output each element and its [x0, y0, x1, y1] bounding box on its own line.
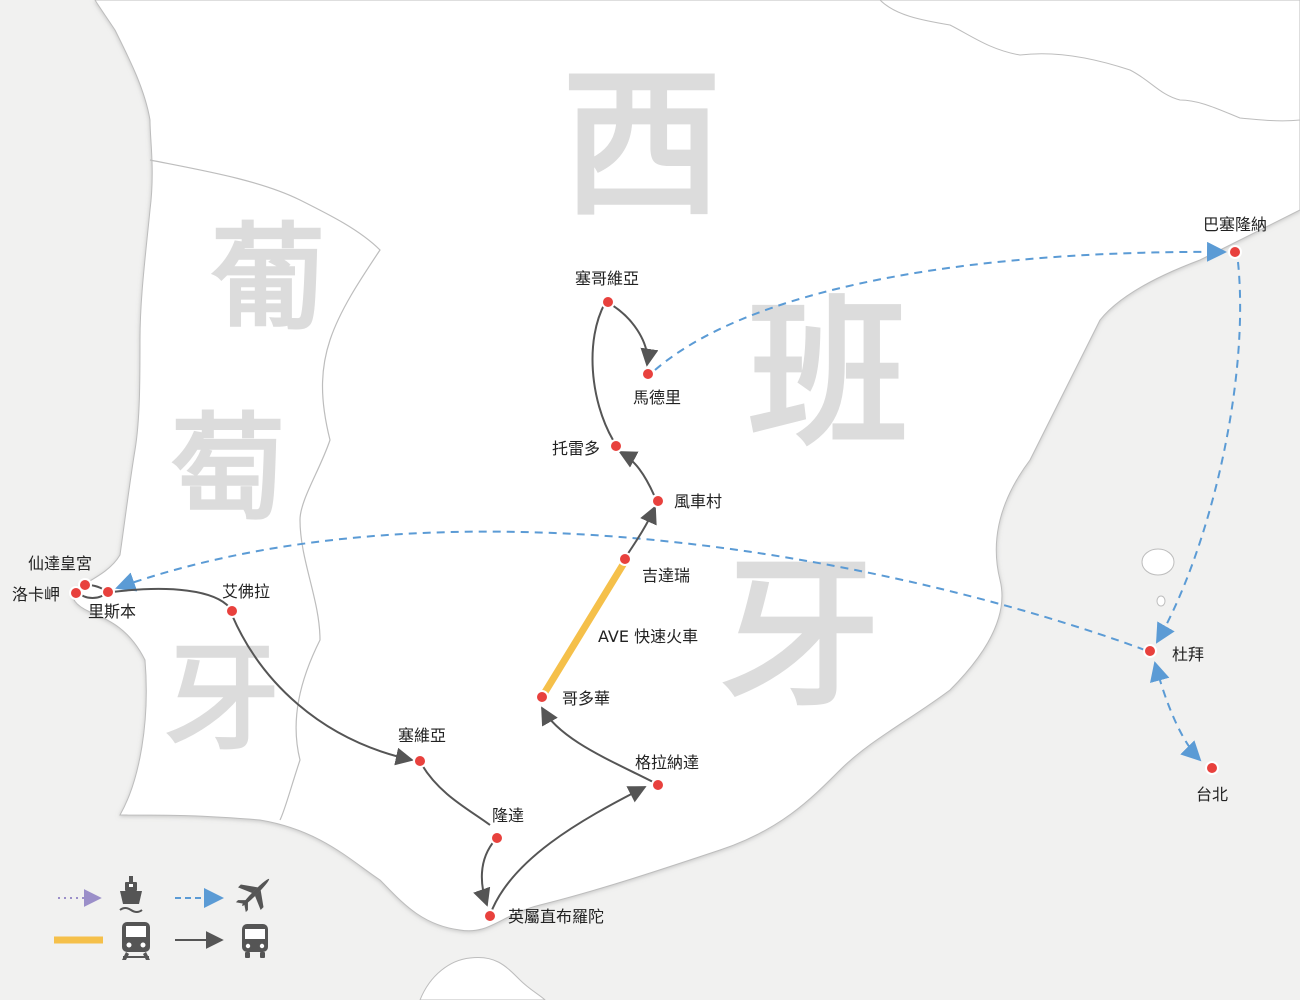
city-label-gibraltar: 英屬直布羅陀	[508, 907, 604, 926]
flight-route-dubai-lisbon	[115, 530, 1146, 651]
city-label-cordoba: 哥多華	[562, 689, 610, 708]
city-label-segovia: 塞哥維亞	[575, 269, 639, 288]
flight-route-dubai-taipei	[1150, 661, 1202, 762]
bus-icon	[242, 924, 268, 958]
portugal-border	[149, 159, 381, 821]
bus-route-sevilla-ronda	[421, 764, 491, 826]
bus-route-evora-sevilla	[231, 614, 414, 766]
bus-route-consuegra-toledo	[618, 451, 655, 496]
city-label-taipei: 台北	[1196, 785, 1228, 804]
city-dots	[69, 245, 1242, 923]
country-char-spain-2: 班	[748, 281, 908, 468]
city-dot-sevilla	[413, 754, 427, 768]
legend	[54, 876, 270, 960]
bus-route-toledo-segovia	[591, 302, 614, 441]
flight-route-madrid-barcelona	[654, 241, 1227, 371]
city-dot-gibraltar	[483, 909, 497, 923]
bus-route-jerez-consuegra	[626, 505, 657, 556]
bus-route-ronda-gibraltar	[473, 839, 496, 907]
city-label-madrid: 馬德里	[633, 388, 681, 407]
city-label-roca: 洛卡岬	[12, 585, 60, 604]
city-dot-taipei	[1205, 761, 1219, 775]
city-label-granada: 格拉納達	[635, 753, 699, 772]
ibiza	[1156, 595, 1166, 607]
iberian-peninsula	[72, 0, 1300, 932]
ave-rail-route	[538, 559, 628, 701]
country-char-portugal-3: 牙	[164, 632, 279, 766]
ave-rail-label: AVE 快速火車	[598, 627, 698, 646]
city-label-toledo: 托雷多	[552, 439, 600, 458]
city-label-sevilla: 塞維亞	[398, 726, 446, 745]
city-dot-segovia	[601, 295, 615, 309]
city-dot-ronda	[490, 831, 504, 845]
city-dot-roca	[69, 586, 83, 600]
city-dot-cordoba	[535, 690, 549, 704]
city-dot-dubai	[1143, 644, 1157, 658]
flight-route-barcelona-dubai	[1156, 261, 1242, 644]
bus-route-lisbon-evora	[111, 588, 231, 609]
country-char-portugal-1: 葡	[210, 212, 325, 346]
train-icon	[122, 922, 150, 960]
country-char-spain-1: 西	[562, 51, 722, 238]
city-dot-madrid	[641, 367, 655, 381]
city-label-jerez: 吉達瑞	[642, 566, 690, 585]
country-char-portugal-2: 萄	[170, 402, 285, 536]
france-coast	[879, 0, 1300, 122]
north-africa	[419, 956, 546, 1000]
ship-icon	[119, 876, 143, 913]
city-dot-lisbon	[101, 585, 115, 599]
city-dot-consuegra	[651, 494, 665, 508]
city-dot-sintra	[78, 578, 92, 592]
bus-route-granada-cordoba	[541, 706, 656, 784]
city-label-evora: 艾佛拉	[222, 582, 270, 601]
bus-route-gibraltar-granada	[489, 786, 647, 916]
city-label-lisbon: 里斯本	[88, 602, 136, 621]
city-dot-granada	[651, 778, 665, 792]
city-label-ronda: 隆達	[492, 806, 524, 825]
airplane-icon	[235, 878, 270, 913]
mallorca	[1141, 548, 1175, 576]
country-char-spain-3: 牙	[720, 541, 880, 728]
city-dot-evora	[225, 604, 239, 618]
city-dot-toledo	[609, 439, 623, 453]
bus-route-segovia-madrid	[611, 304, 659, 367]
city-label-consuegra: 風車村	[674, 492, 722, 511]
city-label-dubai: 杜拜	[1172, 645, 1204, 664]
city-dot-barcelona	[1228, 245, 1242, 259]
city-label-barcelona: 巴塞隆納	[1203, 215, 1267, 234]
city-dot-jerez	[618, 552, 632, 566]
city-label-sintra: 仙達皇宮	[28, 554, 92, 573]
